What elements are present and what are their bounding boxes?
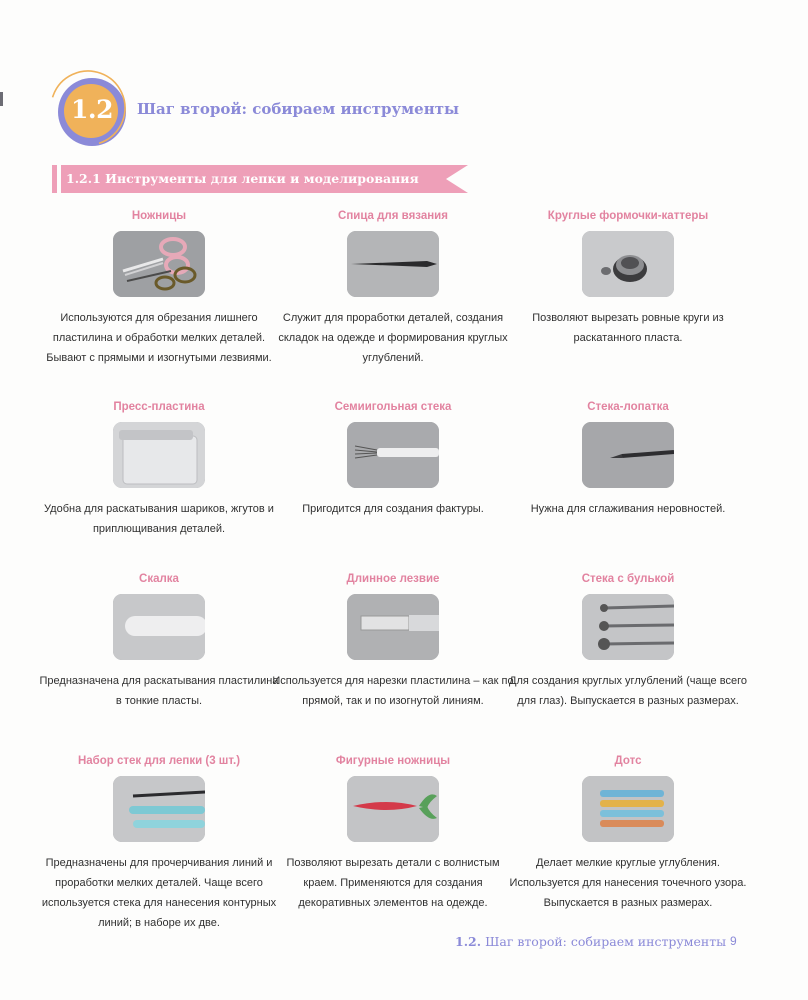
tool-card-press-plate: Пресс-пластина Удобна для раскатывания ш… (34, 400, 284, 539)
section-title: Шаг второй: собираем инструменты (137, 100, 460, 118)
tool-description: Предназначены для прочерчивания линий и … (41, 857, 277, 929)
tool-description: Делает мелкие круглые углубления. Исполь… (509, 857, 747, 909)
rolling-pin-icon (113, 594, 205, 660)
subsection-title: 1.2.1 Инструменты для лепки и моделирова… (66, 171, 419, 186)
scissors-photo (113, 231, 205, 297)
tool-title: Фигурные ножницы (335, 755, 451, 767)
seven-needle-tool-icon (347, 422, 439, 488)
running-footer: 1.2.Шаг второй: собираем инструменты (455, 934, 726, 949)
tool-description: Удобна для раскатывания шариков, жгутов … (44, 503, 274, 535)
tool-description: Служит для проработки деталей, создания … (278, 312, 508, 364)
tool-card-spatula-tool: Стека-лопатка Нужна для сглаживания неро… (503, 400, 753, 519)
tool-description: Используется для нарезки пластилина – ка… (272, 675, 514, 707)
ball-tool-photo (582, 594, 674, 660)
tool-description: Позволяют вырезать ровные круги из раска… (532, 312, 724, 344)
modeling-tool-set-icon (113, 776, 205, 842)
tool-title: Спица для вязания (338, 210, 448, 222)
tool-title: Дотс (614, 755, 642, 767)
tool-card-dotting-tool: Дотс Делает мелкие круглые углубления. И… (503, 754, 753, 913)
footer-section-number: 1.2. (455, 934, 482, 949)
round-cutters-icon (582, 231, 674, 297)
press-plate-photo (113, 422, 205, 488)
tool-description: Нужна для сглаживания неровностей. (530, 503, 726, 515)
section-badge: 1.2 (50, 70, 128, 148)
dotting-tool-icon (582, 776, 674, 842)
tool-card-rolling-pin: Скалка Предназначена для раскатывания пл… (34, 572, 284, 711)
tool-title: Скалка (139, 573, 179, 585)
page-number: 9 (730, 934, 737, 948)
tool-card-ball-tool: Стека с булькой Для создания круглых угл… (503, 572, 753, 711)
subsection-ribbon: 1.2.1 Инструменты для лепки и моделирова… (52, 165, 468, 193)
round-cutters-photo (582, 231, 674, 297)
decorative-scissors-photo (347, 776, 439, 842)
knitting-needle-photo (347, 231, 439, 297)
tool-title: Набор стек для лепки (3 шт.) (77, 755, 241, 767)
scissors-icon (113, 231, 205, 297)
tool-title: Круглые формочки-каттеры (547, 210, 709, 222)
tool-card-seven-needle-tool: Семиигольная стека Пригодится для создан… (268, 400, 518, 519)
decorative-scissors-icon (347, 776, 439, 842)
tool-description: Пригодится для создания фактуры. (302, 503, 484, 515)
tool-card-round-cutters: Круглые формочки-каттеры Позволяют вырез… (503, 209, 753, 348)
tool-card-modeling-tool-set: Набор стек для лепки (3 шт.) Предназначе… (34, 754, 284, 933)
tool-title: Длинное лезвие (346, 573, 440, 585)
tool-card-long-blade: Длинное лезвие Используется для нарезки … (268, 572, 518, 711)
ball-tool-icon (582, 594, 674, 660)
tool-title: Ножницы (131, 210, 187, 222)
section-number: 1.2 (71, 94, 114, 124)
seven-needle-tool-photo (347, 422, 439, 488)
tool-description: Позволяют вырезать детали с волнистым кр… (286, 857, 500, 909)
ribbon-shape-icon (52, 165, 468, 193)
tool-title: Пресс-пластина (113, 401, 205, 413)
tool-card-scissors: Ножницы Используются для обрезания лишне… (34, 209, 284, 368)
tool-title: Семиигольная стека (334, 401, 452, 413)
spatula-tool-icon (582, 422, 674, 488)
tool-description: Для создания круглых углублений (чаще вс… (509, 675, 747, 707)
press-plate-icon (113, 422, 205, 488)
tool-card-knitting-needle: Спица для вязания Служит для проработки … (268, 209, 518, 368)
tool-title: Стека-лопатка (587, 401, 669, 413)
spatula-tool-photo (582, 422, 674, 488)
rolling-pin-photo (113, 594, 205, 660)
tool-title: Стека с булькой (581, 573, 675, 585)
knitting-needle-icon (347, 231, 439, 297)
tool-card-decorative-scissors: Фигурные ножницы Позволяют вырезать дета… (268, 754, 518, 913)
tool-description: Используются для обрезания лишнего пласт… (46, 312, 272, 364)
footer-section-title: Шаг второй: собираем инструменты (485, 934, 727, 949)
section-badge-circle-icon (50, 70, 126, 146)
long-blade-photo (347, 594, 439, 660)
page-edge-mark (0, 92, 3, 106)
modeling-tool-set-photo (113, 776, 205, 842)
dotting-tool-photo (582, 776, 674, 842)
tool-description: Предназначена для раскатывания пластилин… (39, 675, 279, 707)
long-blade-icon (347, 594, 439, 660)
